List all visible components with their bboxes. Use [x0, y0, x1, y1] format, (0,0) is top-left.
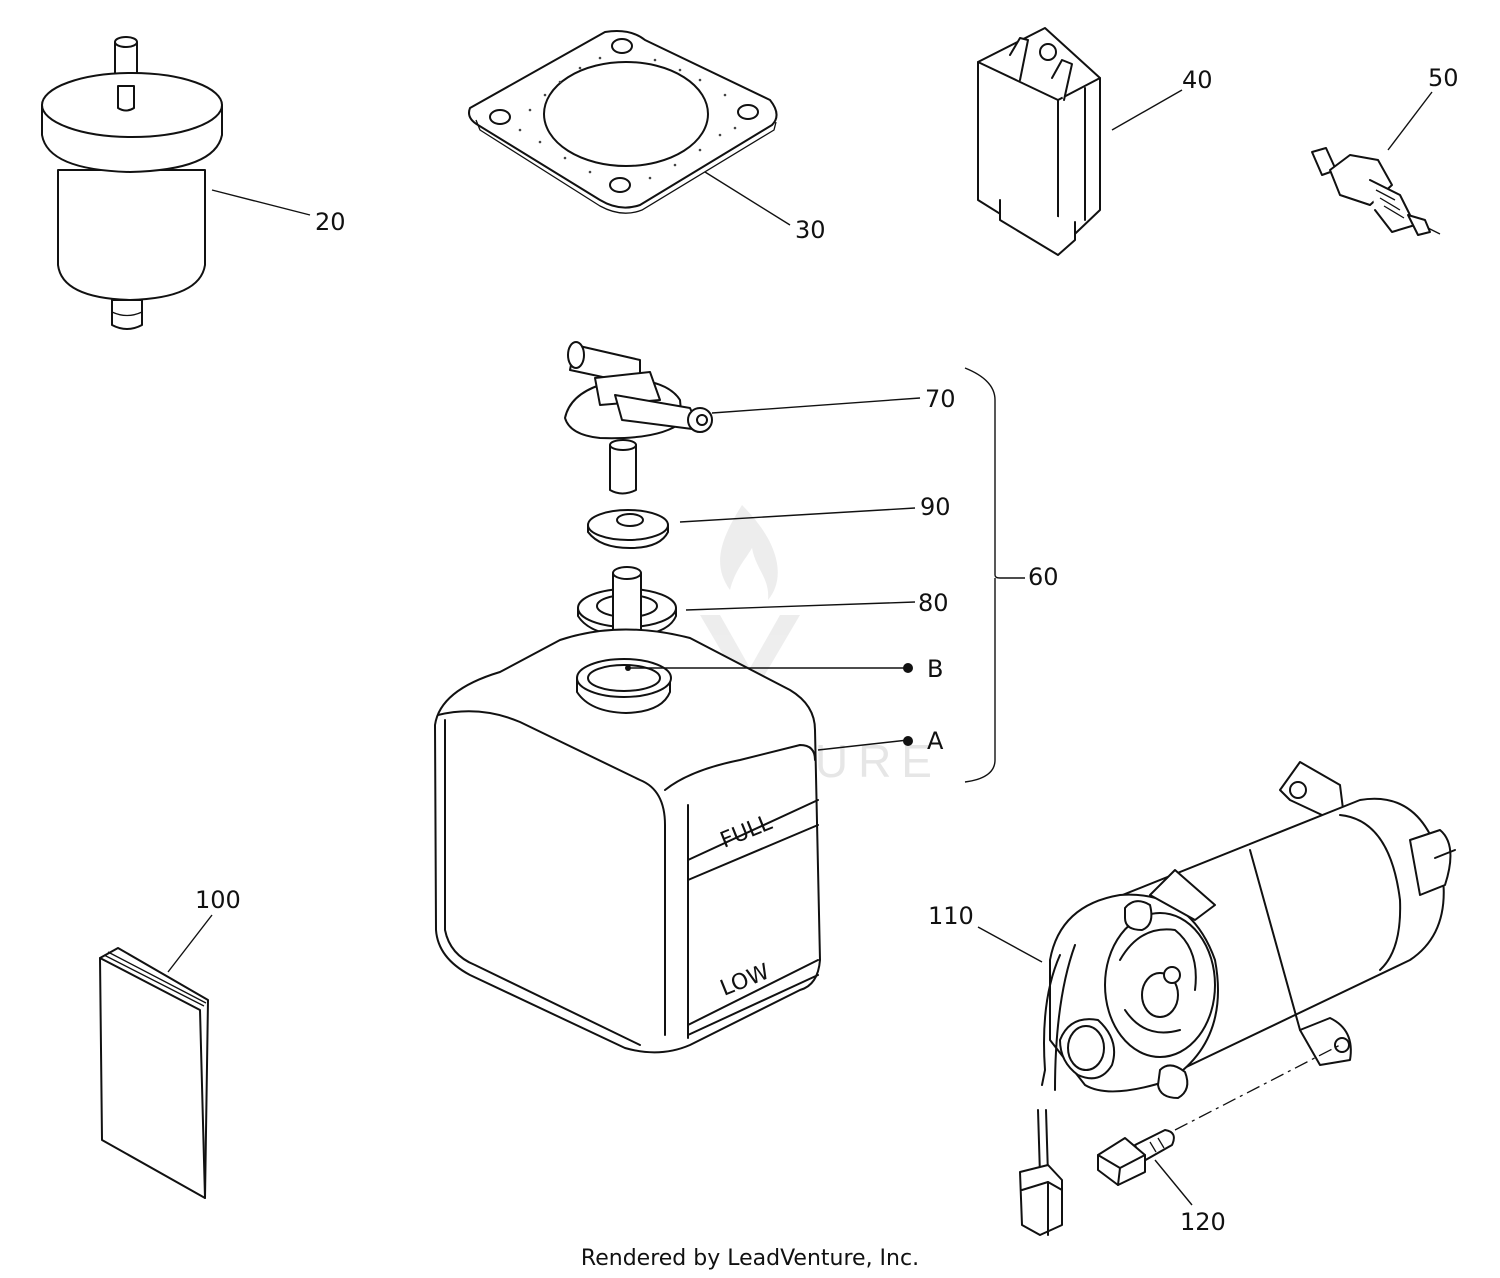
callout-70: 70	[925, 385, 956, 413]
callout-60: 60	[1028, 563, 1059, 591]
callout-100: 100	[195, 886, 241, 914]
part-110-starter-motor[interactable]	[1019, 761, 1456, 1236]
callout-20: 20	[315, 208, 346, 236]
callout-80: 80	[918, 589, 949, 617]
callout-50: 50	[1428, 64, 1459, 92]
part-40-regulator-module[interactable]	[977, 27, 1101, 256]
callout-120: 120	[1180, 1208, 1226, 1236]
part-90-washer[interactable]	[587, 509, 669, 549]
callout-30: 30	[795, 216, 826, 244]
part-50-sensor-switch[interactable]	[1311, 147, 1441, 236]
callout-90: 90	[920, 493, 951, 521]
part-70-fuel-valve[interactable]	[564, 341, 713, 495]
leader-lines	[167, 89, 1433, 1206]
footer-credit: Rendered by LeadVenture, Inc.	[581, 1246, 919, 1271]
part-100-manual[interactable]	[99, 947, 209, 1199]
callout-40: 40	[1182, 66, 1213, 94]
part-a-fuel-tank[interactable]: FULL LOW	[434, 628, 821, 1054]
alignment-line	[1174, 1044, 1341, 1131]
assembly-60-bracket	[964, 367, 1025, 783]
part-30-gasket[interactable]	[468, 30, 778, 214]
callout-b: B	[927, 655, 943, 683]
callout-110: 110	[928, 902, 974, 930]
watermark-logo-icon	[700, 505, 800, 700]
part-20-fuel-filter[interactable]	[41, 36, 223, 330]
callout-a: A	[927, 727, 944, 755]
part-120-bolt[interactable]	[1097, 1129, 1175, 1186]
